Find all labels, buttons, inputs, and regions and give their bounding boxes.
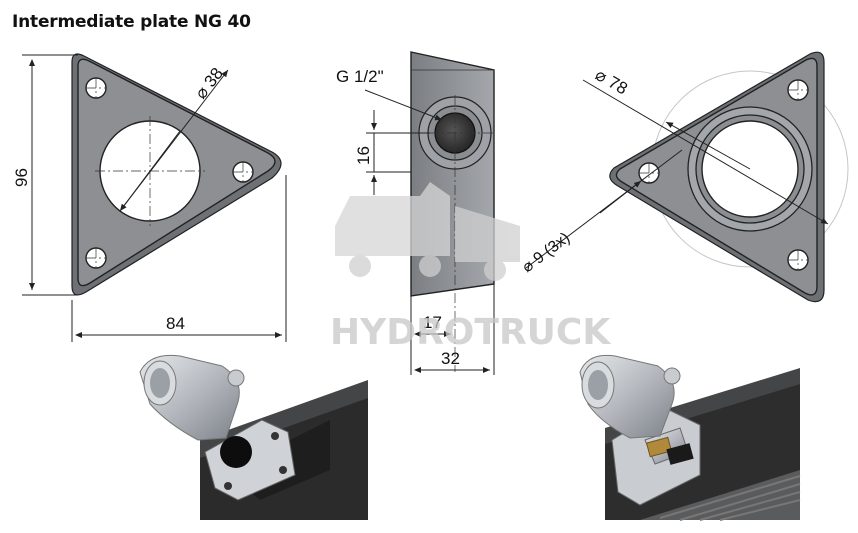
thickness-label: 32: [441, 349, 460, 368]
right-brass-fitting: [645, 436, 673, 458]
height-label: 96: [12, 168, 31, 187]
pcd-label: ⌀ 78: [592, 65, 631, 98]
port-leader: [364, 89, 443, 121]
photo-right: [579, 354, 801, 521]
offset-label: 16: [354, 146, 373, 165]
depth-label: 17: [423, 313, 442, 332]
width-label: 84: [166, 314, 185, 333]
rear-view: ⌀ 78 ⌀ 9 (3x): [519, 51, 849, 303]
bore-diameter-label: ⌀ 38: [191, 64, 227, 102]
watermark: HYDROTRUCK: [330, 182, 611, 353]
left-photo-bore: [220, 436, 252, 468]
watermark-truck-icon: [335, 182, 450, 256]
front-view: ⌀ 38 96 84: [12, 53, 287, 342]
page-title: Intermediate plate NG 40: [12, 12, 251, 32]
photo-left: [139, 354, 368, 520]
port-label: G 1/2": [336, 67, 384, 86]
bolt-hole-label: ⌀ 9 (3x): [519, 230, 573, 277]
watermark-text: HYDROTRUCK: [330, 312, 611, 353]
bolt-hole-leader: [525, 149, 683, 269]
pcd-dimension-line: [582, 79, 829, 225]
